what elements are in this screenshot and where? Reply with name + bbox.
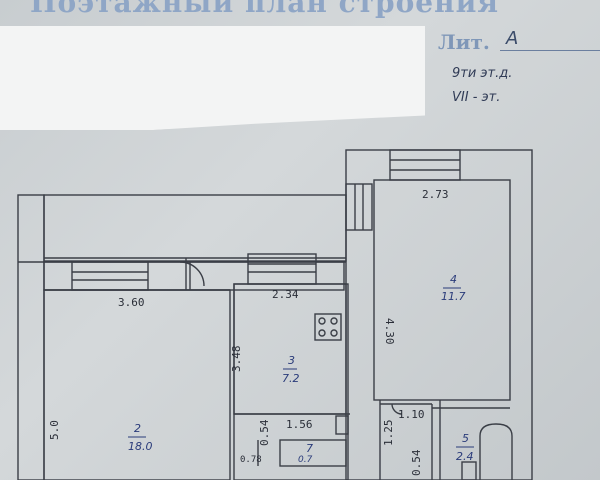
room5-number: 5 xyxy=(462,432,469,445)
dim-room2-width: 3.60 xyxy=(118,296,145,309)
dim-corridor-width: 1.56 xyxy=(286,418,313,431)
sink-icon xyxy=(461,461,477,480)
room4-area: 11.7 xyxy=(441,290,466,303)
dim-room4-length: 4.30 xyxy=(383,318,396,345)
room3-interior xyxy=(233,283,347,415)
window-room4-side xyxy=(345,183,373,231)
stove-icon xyxy=(314,313,342,341)
lit-value: А xyxy=(506,28,519,49)
lit-label: Лит. xyxy=(438,30,490,54)
dim-bath-depth: 0.54 xyxy=(410,449,423,476)
handwritten-floors: 9ти эт.д. xyxy=(452,66,513,81)
document-heading: Поэтажный план строения xyxy=(30,0,500,19)
room3-number: 3 xyxy=(288,354,295,367)
wall-left-outer xyxy=(17,194,45,480)
room7-area: 0.7 xyxy=(298,455,313,465)
window-room2 xyxy=(71,261,149,291)
room4-number: 4 xyxy=(450,273,457,286)
dim-room3-width: 2.34 xyxy=(272,288,299,301)
dim-closet-width: 0.54 xyxy=(258,419,271,446)
room2-interior xyxy=(43,289,231,480)
dim-room2-length: 5.0 xyxy=(48,420,61,440)
room2-area: 18.0 xyxy=(128,440,153,453)
room5-area: 2.4 xyxy=(456,450,474,463)
blank-paper-strip xyxy=(0,26,425,130)
dim-hall-length: 1.25 xyxy=(382,420,395,447)
lit-underline xyxy=(500,50,600,51)
plan-walls xyxy=(17,149,533,480)
room2-number: 2 xyxy=(134,422,141,435)
handwritten-floor-number: VII - эт. xyxy=(452,90,501,105)
bathtub-icon xyxy=(479,423,513,480)
room7-box xyxy=(279,439,347,467)
dim-small-gap: 0.78 xyxy=(240,455,262,465)
window-room4 xyxy=(389,149,461,181)
wall-corridor-top xyxy=(43,194,347,262)
room3-area: 7.2 xyxy=(282,372,300,385)
dim-room3-length: 3.48 xyxy=(230,346,243,373)
room7-number: 7 xyxy=(306,442,313,455)
dim-bath-width: 1.10 xyxy=(398,408,425,421)
dim-room4-width: 2.73 xyxy=(422,188,449,201)
